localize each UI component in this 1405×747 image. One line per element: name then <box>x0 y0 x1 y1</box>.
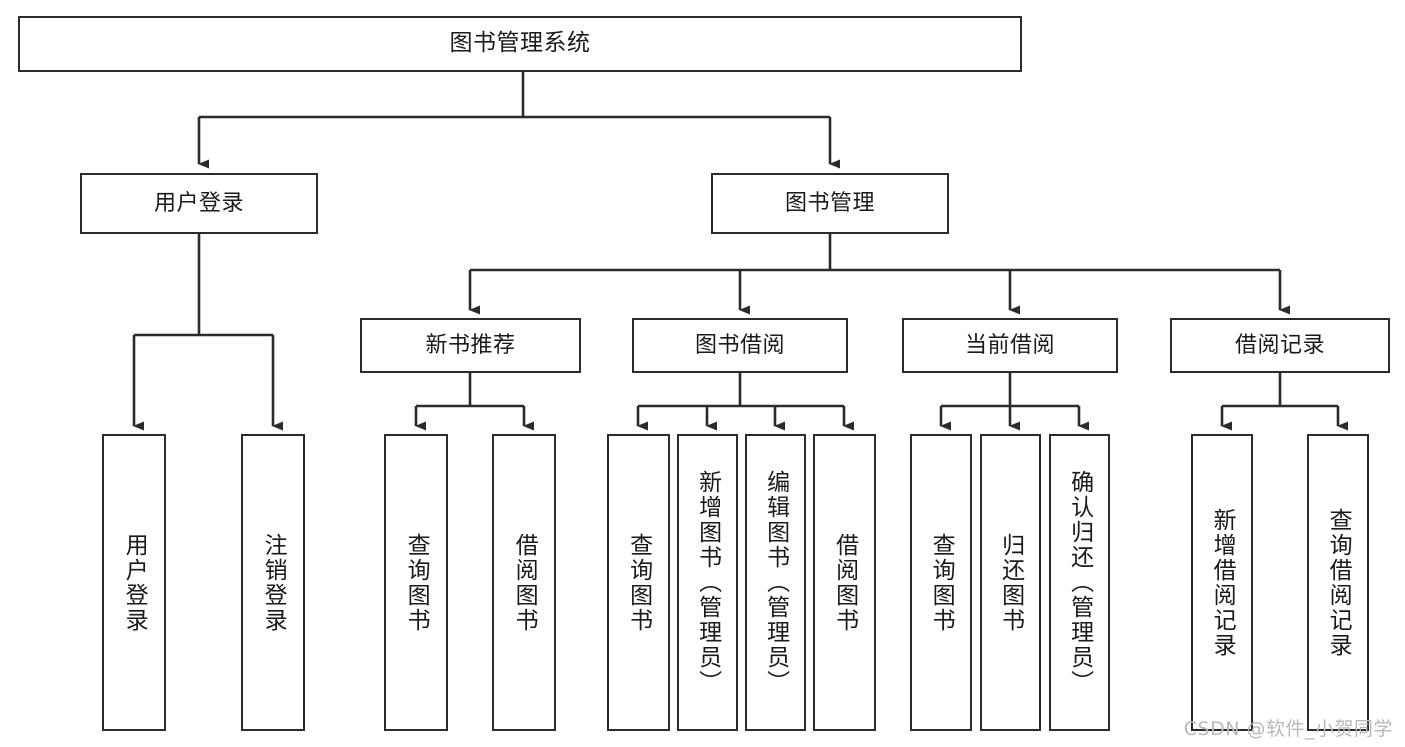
node-label: 图书管理系统 <box>449 30 591 57</box>
node-label: 当前借阅 <box>964 332 1055 358</box>
leaf-current-borrow-query[interactable]: 查询图书 <box>910 434 972 731</box>
node-label: 注销登录 <box>260 532 287 633</box>
node-label: 新书推荐 <box>425 332 516 358</box>
node-label: 用户登录 <box>153 190 244 216</box>
node-label: 编辑图书（管理员） <box>762 470 789 695</box>
node-label: 借阅图书 <box>831 532 858 633</box>
leaf-borrow-record-add[interactable]: 新增借阅记录 <box>1191 434 1253 731</box>
leaf-borrow-record-query[interactable]: 查询借阅记录 <box>1307 434 1369 731</box>
node-borrow-record[interactable]: 借阅记录 <box>1170 318 1390 373</box>
node-book-management[interactable]: 图书管理 <box>711 173 949 234</box>
node-label: 确认归还（管理员） <box>1066 470 1093 695</box>
leaf-book-borrow-query[interactable]: 查询图书 <box>607 434 670 731</box>
watermark-text: CSDN @软件_小贺同学 <box>1183 718 1393 740</box>
node-label: 查询借阅记录 <box>1325 507 1352 658</box>
leaf-current-borrow-return[interactable]: 归还图书 <box>980 434 1041 731</box>
leaf-new-book-borrow[interactable]: 借阅图书 <box>492 434 556 731</box>
node-book-borrow[interactable]: 图书借阅 <box>632 318 848 373</box>
leaf-book-borrow-add[interactable]: 新增图书（管理员） <box>677 434 738 731</box>
leaf-new-book-query[interactable]: 查询图书 <box>384 434 448 731</box>
node-label: 查询图书 <box>928 532 955 633</box>
node-label: 新增借阅记录 <box>1209 507 1236 658</box>
leaf-user-login-login[interactable]: 用户登录 <box>102 434 166 731</box>
leaf-user-login-logout[interactable]: 注销登录 <box>241 434 305 731</box>
node-label: 图书管理 <box>784 190 875 216</box>
node-current-borrow[interactable]: 当前借阅 <box>902 318 1118 373</box>
node-label: 查询图书 <box>625 532 652 633</box>
node-label: 归还图书 <box>997 532 1024 633</box>
node-user-login[interactable]: 用户登录 <box>80 173 318 234</box>
node-new-book-recommend[interactable]: 新书推荐 <box>360 318 581 373</box>
leaf-current-borrow-confirm[interactable]: 确认归还（管理员） <box>1049 434 1110 731</box>
leaf-book-borrow-edit[interactable]: 编辑图书（管理员） <box>745 434 806 731</box>
node-label: 图书借阅 <box>694 332 785 358</box>
node-label: 查询图书 <box>403 532 430 633</box>
leaf-book-borrow-borrow[interactable]: 借阅图书 <box>813 434 876 731</box>
node-label: 借阅记录 <box>1234 332 1325 358</box>
node-label: 新增图书（管理员） <box>694 470 721 695</box>
node-root-system[interactable]: 图书管理系统 <box>18 16 1022 72</box>
node-label: 用户登录 <box>121 532 148 633</box>
node-label: 借阅图书 <box>511 532 538 633</box>
